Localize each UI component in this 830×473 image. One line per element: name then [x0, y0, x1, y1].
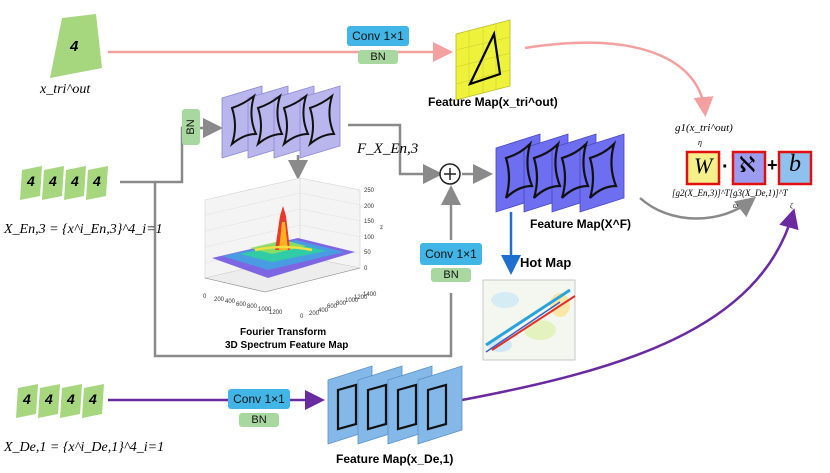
- g2-sub: ϖ: [733, 202, 738, 210]
- y-tick-label: 1200: [354, 294, 368, 301]
- z-tick-label: 150: [364, 219, 375, 225]
- encoder-to-bn-line: [120, 118, 223, 184]
- decoder-bn-box: BN: [239, 413, 279, 427]
- z-axis-label: z: [380, 225, 383, 231]
- decoder-conv-box: Conv 1×1: [228, 389, 290, 409]
- plus-symbol: +: [767, 155, 778, 175]
- g2g3-label: [g2(X_En,3)]^T[g3(X_De,1)]^T: [672, 188, 788, 198]
- decmap-to-formula-arrow: [461, 208, 799, 402]
- decoder-input-docs: [16, 384, 104, 418]
- y-tick-label: 1400: [363, 291, 377, 298]
- decoder-feature-maps: [327, 365, 463, 445]
- z-tick-label: 0: [364, 265, 368, 272]
- w-symbol: W: [694, 153, 713, 178]
- decoder-glyph-2: 4: [45, 391, 53, 407]
- x-tick-label: 600: [236, 301, 247, 308]
- decoder-glyph-1: 4: [23, 391, 31, 407]
- y-tick-label: 1000: [345, 298, 359, 304]
- encoder-glyph-1: 4: [27, 173, 35, 189]
- encoder-glyph-4: 4: [93, 173, 101, 189]
- tri-map-title: Feature Map(x_tri^out): [428, 95, 558, 109]
- z-tick-label: 100: [364, 234, 375, 241]
- g1-sub: η: [698, 138, 702, 147]
- b-symbol: b: [789, 151, 801, 177]
- hot-map-title: Hot Map: [520, 255, 572, 270]
- tri-input-doc: [50, 14, 102, 78]
- x-tick-label: 800: [247, 304, 258, 311]
- tri-conv-box: Conv 1×1: [347, 26, 409, 46]
- z-tick-label: 250: [364, 188, 375, 194]
- encoder-glyph-2: 4: [49, 173, 57, 189]
- encoder-bn-box: BN: [182, 109, 200, 145]
- aleph-symbol: ℵ: [739, 153, 756, 178]
- z-tick-label: 50: [364, 250, 371, 256]
- x-tick-label: 0: [203, 294, 207, 300]
- y-tick-label: 400: [318, 307, 329, 314]
- b-box: [777, 150, 813, 186]
- g3-sub: ζ: [790, 202, 793, 210]
- encoder-glyph-3: 4: [71, 173, 79, 189]
- fused-feature-maps: [495, 133, 625, 213]
- tri-input-glyph: 4: [70, 38, 79, 55]
- tri-input-label: x_tri^out: [40, 82, 91, 97]
- hot-map-image: [482, 279, 576, 361]
- fused-map-title: Feature Map(X^F): [530, 217, 632, 231]
- fused-to-formula-arrow: [639, 196, 756, 220]
- skip-bn-box: BN: [431, 268, 471, 282]
- decoder-glyph-3: 4: [67, 391, 75, 407]
- x-tick-label: 200: [214, 296, 225, 303]
- y-tick-label: 800: [336, 301, 347, 308]
- g1-label: g1(x_tri^out): [675, 122, 733, 134]
- skip-conv-box: Conv 1×1: [420, 243, 482, 265]
- spectrum-caption-1: Fourier Transform: [240, 327, 327, 338]
- decoder-map-title: Feature Map(x_De,1): [336, 452, 454, 466]
- tri-bn-box: BN: [358, 50, 398, 64]
- skip-connection-line: [153, 182, 453, 358]
- encoder-input-label: X_En,3 = {x^i_En,3}^4_i=1: [4, 222, 163, 237]
- tri-feature-map: [455, 19, 511, 101]
- x-tick-label: 1200: [269, 309, 283, 316]
- w-box: [685, 150, 721, 186]
- encoder-input-docs: [20, 166, 108, 200]
- y-tick-label: 600: [327, 304, 338, 311]
- decoder-glyph-4: 4: [89, 391, 97, 407]
- x-tick-label: 400: [225, 299, 236, 306]
- aleph-box: [731, 150, 767, 186]
- enc-map-to-plus-line: [348, 123, 443, 184]
- f-en-label: F_X_En,3: [357, 141, 419, 157]
- spectrum-caption-2: 3D Spectrum Feature Map: [225, 340, 349, 351]
- x-tick-label: 1000: [258, 307, 272, 313]
- y-tick-label: 0: [300, 314, 304, 320]
- dot-symbol: ·: [722, 156, 729, 178]
- decoder-input-label: X_De,1 = {x^i_De,1}^4_i=1: [4, 440, 165, 455]
- y-tick-label: 200: [309, 310, 320, 317]
- z-tick-label: 200: [364, 203, 375, 210]
- tri-map-to-formula-arrow: [524, 41, 714, 117]
- encoder-feature-maps: [221, 85, 341, 159]
